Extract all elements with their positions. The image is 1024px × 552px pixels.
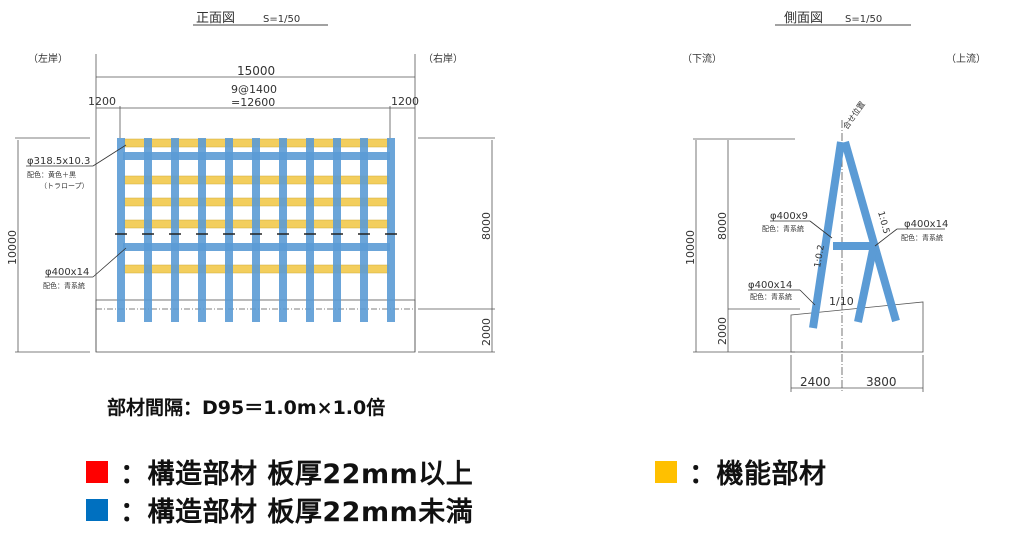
a-frame [809, 140, 900, 329]
downstream-leg [809, 141, 845, 329]
label-b-color: 配色：青系統 [43, 281, 85, 290]
downstream-label: （下流） [682, 52, 722, 65]
slope-right: 1:0.5 [875, 210, 891, 235]
side-dim-height-upper: 8000 [716, 212, 729, 240]
blue-column [144, 138, 152, 322]
right-bank-label: （右岸） [423, 52, 463, 65]
blue-column [306, 138, 314, 322]
leader-lines [26, 144, 127, 278]
blue-column [252, 138, 260, 322]
blue-column [225, 138, 233, 322]
side-label-a-color: 配色：青系統 [762, 224, 804, 233]
dim-base-left: 2400 [800, 375, 831, 389]
side-view-title: 側面図 [784, 11, 823, 26]
dim-span-1: 9@1400 [231, 83, 277, 96]
label-a-color: 配色：黄色＋黒 [27, 170, 76, 179]
side-dim-height-total: 10000 [684, 230, 697, 265]
blue-column [117, 138, 125, 322]
upstream-leg [841, 140, 900, 323]
side-label-a-size: φ400x9 [770, 211, 808, 222]
legend-label: ：機能部材 [689, 459, 827, 490]
front-view-scale: S=1/50 [263, 14, 300, 25]
legend-item-functional: ：機能部材 [655, 452, 827, 491]
front-view: 正面図 S=1/50 （左岸） （右岸） 15000 9@1400 =12600… [6, 11, 495, 353]
slope-ground: 1/10 [829, 295, 854, 308]
upstream-label: （上流） [946, 52, 986, 65]
legend-item-structural-thick: ：構造部材 板厚22mm以上 [86, 452, 473, 491]
label-a-note: （トラロープ） [40, 182, 89, 190]
slope-left: 1:0.2 [813, 244, 827, 268]
joint-label: 合せ位置 [840, 99, 867, 131]
dim-base-right: 3800 [866, 375, 897, 389]
legend-label: ：構造部材 板厚22mm以上 [120, 459, 474, 490]
blue-beam [123, 243, 390, 251]
side-leader-lines [748, 220, 945, 306]
side-label-c-color: 配色：青系統 [750, 292, 792, 301]
red-swatch-icon [86, 460, 108, 483]
side-label-b-color: 配色：青系統 [901, 233, 943, 242]
dim-height-lower: 2000 [480, 318, 493, 346]
left-bank-label: （左岸） [28, 52, 68, 65]
blue-column [333, 138, 341, 322]
inner-strut [854, 244, 878, 323]
label-b-size: φ400x14 [45, 267, 89, 278]
side-label-c-size: φ400x14 [748, 280, 792, 291]
side-dimension-lines [693, 120, 924, 392]
dim-left: 1200 [88, 95, 116, 108]
blue-column [387, 138, 395, 322]
blue-swatch-icon [86, 498, 108, 521]
front-view-title: 正面図 [196, 11, 235, 26]
blue-column [279, 138, 287, 322]
blue-column [198, 138, 206, 322]
blue-column [360, 138, 368, 322]
yellow-swatch-icon [655, 460, 677, 483]
dim-span-2: =12600 [231, 96, 275, 109]
label-a-size: φ318.5x10.3 [27, 156, 90, 167]
side-dim-height-lower: 2000 [716, 317, 729, 345]
member-spacing-note: 部材間隔：D95＝1.0m×1.0倍 [107, 397, 386, 419]
dim-height-total: 10000 [6, 230, 19, 265]
dim-total: 15000 [237, 64, 275, 78]
legend-item-structural-thin: ：構造部材 板厚22mm未満 [86, 490, 473, 529]
side-view-scale: S=1/50 [845, 14, 882, 25]
side-label-b-size: φ400x14 [904, 219, 948, 230]
dim-right: 1200 [391, 95, 419, 108]
legend-label: ：構造部材 板厚22mm未満 [120, 497, 474, 528]
front-members [115, 138, 397, 322]
side-view: 側面図 S=1/50 （下流） （上流） 合せ位置 10000 8000 200… [682, 11, 986, 392]
blue-column [171, 138, 179, 322]
blue-beam [123, 152, 390, 160]
dim-height-upper: 8000 [480, 212, 493, 240]
